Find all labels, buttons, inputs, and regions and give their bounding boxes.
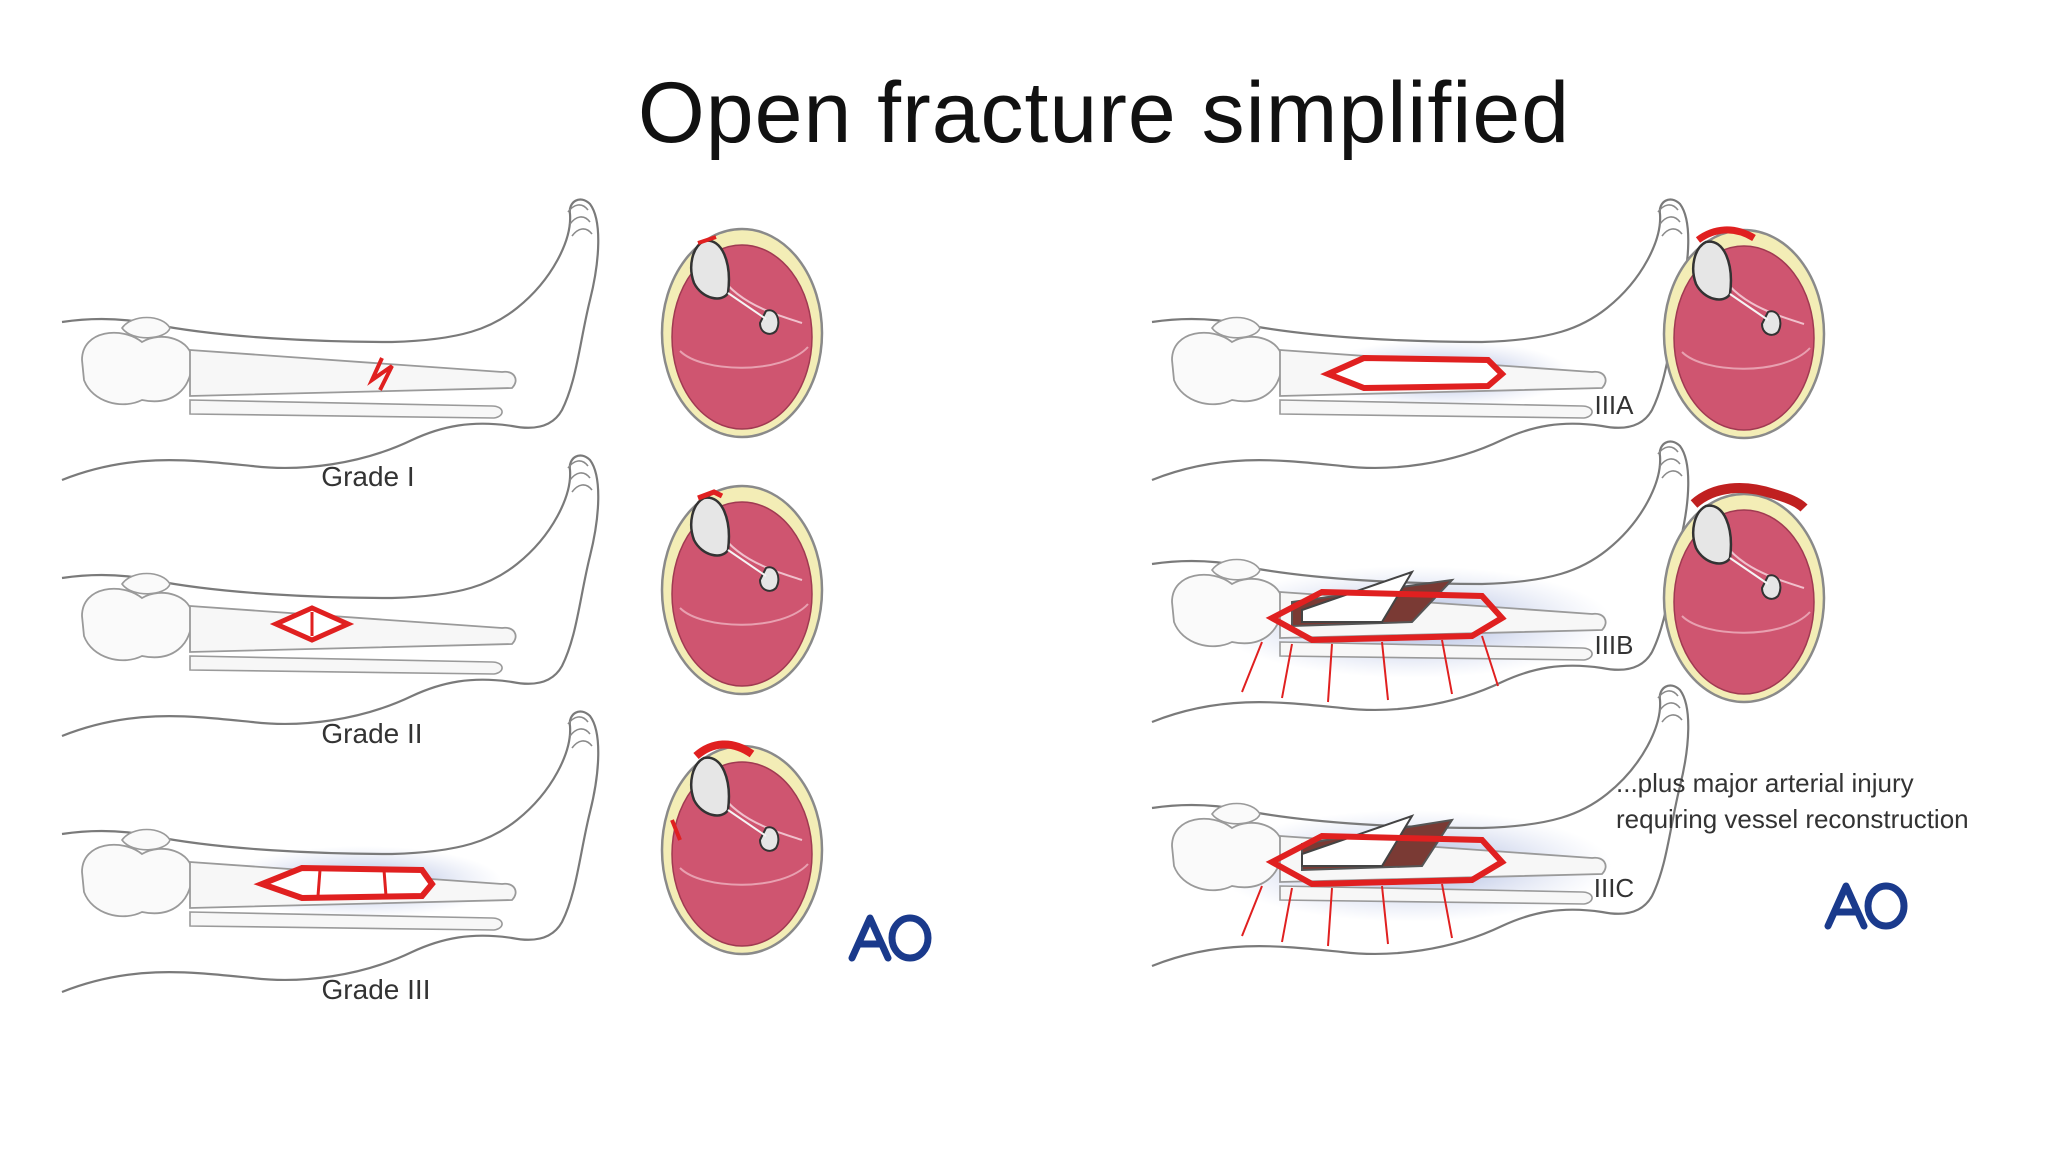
- leg-grade-3: [60, 710, 600, 994]
- slide-title: Open fracture simplified: [637, 65, 1571, 161]
- label-grade-3b: IIIB: [1594, 630, 1633, 660]
- note-line-1: ...plus major arterial injury: [1616, 768, 1914, 798]
- label-grade-3a: IIIA: [1594, 390, 1634, 420]
- leg-grade-3b: [1150, 440, 1690, 724]
- label-grade-2: Grade II: [321, 718, 422, 749]
- label-grade-1: Grade I: [321, 461, 414, 492]
- cross-section-grade-3a: [1662, 226, 1826, 440]
- cross-section-grade-2: [660, 484, 824, 696]
- label-grade-3c: IIIC: [1594, 873, 1634, 903]
- leg-grade-2: [60, 454, 600, 738]
- ao-logo-right: [1828, 886, 1904, 926]
- cross-section-grade-3b: [1662, 483, 1826, 704]
- leg-grade-3a: [1150, 198, 1690, 482]
- ao-logo-left: [852, 918, 928, 958]
- leg-grade-1: [60, 198, 600, 482]
- leg-grade-3c: [1150, 684, 1690, 968]
- note-line-2: requiring vessel reconstruction: [1616, 804, 1969, 834]
- label-grade-3: Grade III: [322, 974, 431, 1005]
- cross-section-grade-1: [660, 227, 824, 439]
- cross-section-grade-3: [660, 740, 824, 956]
